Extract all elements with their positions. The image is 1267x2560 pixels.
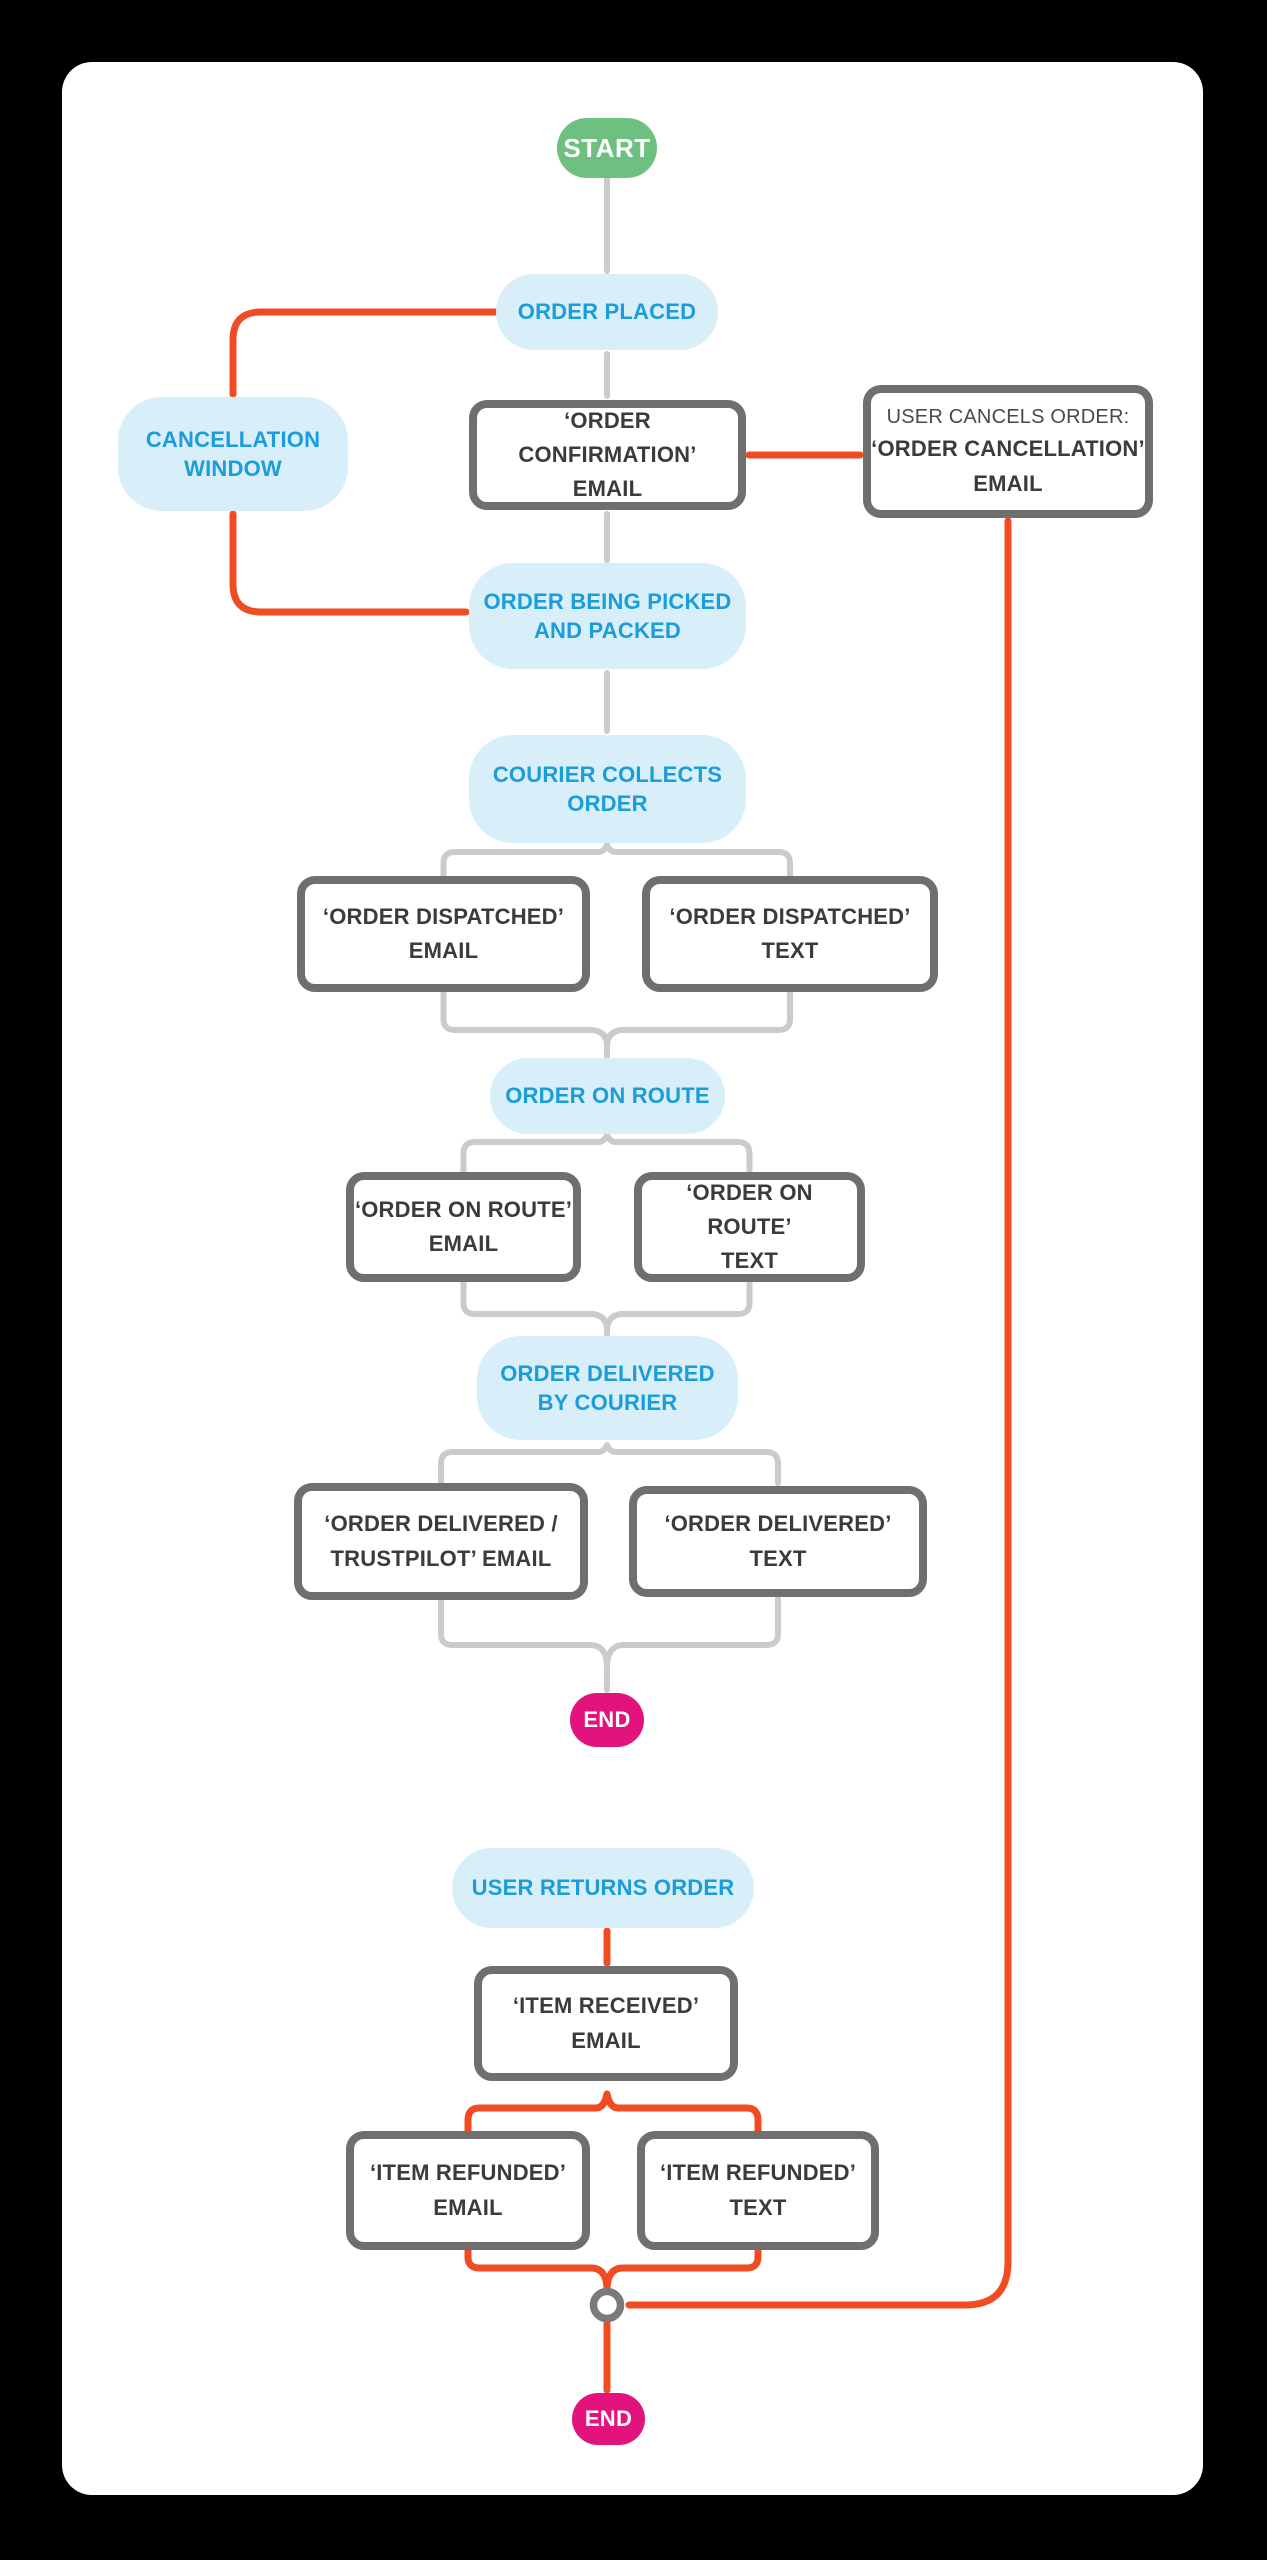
node-end-label: END — [584, 2406, 633, 2431]
split-courier-to-dispatched — [440, 842, 793, 879]
node-label: ‘ORDER ON ROUTE’ — [686, 1179, 813, 1239]
node-label: TEXT — [720, 1248, 779, 1274]
node-label: ORDER PLACED — [517, 299, 697, 325]
node-end-label: END — [583, 1707, 631, 1732]
node-order-being-picked: ORDER BEING PICKED AND PACKED — [469, 563, 746, 669]
node-order-on-route-text: ‘ORDER ON ROUTE’ TEXT — [634, 1172, 865, 1282]
node-label: ORDER ON ROUTE — [505, 1083, 710, 1109]
node-label: EMAIL — [428, 1231, 499, 1256]
node-label: ORDER — [567, 791, 648, 816]
node-order-delivered-trustpilot-email: ‘ORDER DELIVERED / TRUSTPILOT’ EMAIL — [294, 1483, 588, 1600]
node-label: ‘ORDER CONFIRMATION’ — [518, 407, 697, 467]
node-label: USER RETURNS ORDER — [471, 1875, 735, 1901]
node-label: EMAIL — [433, 2194, 503, 2220]
node-label: EMAIL — [973, 470, 1043, 496]
node-start: START — [557, 118, 657, 178]
node-label: BY COURIER — [537, 1390, 678, 1415]
node-label: ‘ORDER DELIVERED / — [324, 1511, 558, 1537]
node-start-label: START — [563, 132, 651, 163]
node-label: ‘ITEM REFUNDED’ — [369, 2160, 567, 2186]
node-label: USER CANCELS ORDER: — [886, 406, 1130, 429]
node-label: TEXT — [761, 938, 819, 963]
split-item-received-to-refunded — [464, 2090, 762, 2135]
node-label: ‘ORDER DISPATCHED’ — [669, 903, 911, 929]
node-label: TRUSTPILOT’ EMAIL — [330, 1545, 552, 1571]
split-delivered-to-boxes — [438, 1442, 781, 1486]
node-label: ‘ITEM RECEIVED’ — [512, 1993, 700, 2019]
node-label: ‘ORDER DISPATCHED’ — [322, 903, 565, 929]
flowchart-card: START ORDER PLACED CANCELLATION WINDOW ‘… — [62, 62, 1203, 2495]
node-label: EMAIL — [572, 476, 643, 502]
node-label: EMAIL — [571, 2027, 641, 2053]
node-label: ‘ORDER DELIVERED’ TEXT — [664, 1511, 892, 1571]
connector-cancellation-to-picked — [229, 510, 470, 616]
node-label: COURIER COLLECTS — [492, 761, 723, 787]
split-on-route-to-boxes — [460, 1132, 753, 1175]
node-item-refunded-text: ‘ITEM REFUNDED’ TEXT — [637, 2131, 879, 2250]
merge-refunded-to-junction — [464, 2246, 762, 2292]
node-cancellation-window: CANCELLATION WINDOW — [118, 397, 348, 511]
node-order-dispatched-email: ‘ORDER DISPATCHED’ EMAIL — [297, 876, 590, 992]
node-label: ‘ORDER CANCELLATION’ — [871, 436, 1145, 462]
node-label: ORDER BEING PICKED — [483, 588, 732, 614]
node-order-confirmation-email: ‘ORDER CONFIRMATION’ EMAIL — [469, 400, 746, 510]
merge-delivered-to-end — [438, 1596, 781, 1693]
junction-node — [589, 2287, 625, 2323]
node-item-received-email: ‘ITEM RECEIVED’ EMAIL — [474, 1966, 738, 2081]
node-order-delivered-text: ‘ORDER DELIVERED’ TEXT — [629, 1486, 927, 1597]
merge-on-route-to-delivered — [460, 1279, 753, 1337]
node-end-main: END — [570, 1693, 644, 1747]
node-label: WINDOW — [184, 456, 282, 481]
node-label: ‘ORDER ON ROUTE’ — [354, 1196, 573, 1222]
node-user-returns-order: USER RETURNS ORDER — [452, 1848, 754, 1928]
node-label: TEXT — [729, 2194, 787, 2220]
node-order-delivered-by-courier: ORDER DELIVERED BY COURIER — [477, 1336, 738, 1440]
merge-dispatched-to-on-route — [440, 989, 793, 1059]
node-order-dispatched-text: ‘ORDER DISPATCHED’ TEXT — [642, 876, 938, 992]
node-order-on-route-email: ‘ORDER ON ROUTE’ EMAIL — [346, 1172, 581, 1282]
node-user-cancels-order: USER CANCELS ORDER: ‘ORDER CANCELLATION’… — [863, 385, 1153, 518]
node-end-returns: END — [572, 2393, 645, 2445]
node-order-placed: ORDER PLACED — [496, 274, 718, 350]
node-label: ‘ITEM REFUNDED’ — [659, 2160, 857, 2186]
connector-layer — [229, 175, 1012, 2394]
node-label: EMAIL — [408, 938, 479, 963]
connector-order-placed-to-cancellation — [229, 308, 500, 398]
node-label: ORDER DELIVERED — [500, 1360, 715, 1386]
node-order-on-route: ORDER ON ROUTE — [490, 1058, 725, 1134]
node-courier-collects-order: COURIER COLLECTS ORDER — [469, 735, 746, 843]
node-label: AND PACKED — [533, 618, 682, 643]
node-item-refunded-email: ‘ITEM REFUNDED’ EMAIL — [346, 2131, 590, 2250]
connector-user-cancels-to-junction — [625, 517, 1012, 2309]
node-label: CANCELLATION — [145, 426, 321, 452]
